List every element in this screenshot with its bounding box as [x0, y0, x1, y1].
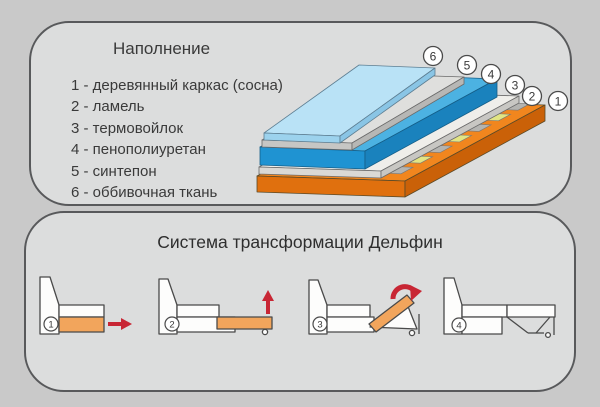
svg-text:4: 4 [456, 321, 461, 332]
legend-item-frame: 1 - деревянный каркас (сосна) [71, 77, 283, 94]
sofa-drawer-out [216, 316, 273, 330]
sofa-seat [326, 304, 371, 318]
transformation-panel: Система трансформации Дельфин 1 [24, 211, 576, 392]
legend-item-fabric: 6 - оббивочная ткань [71, 184, 218, 202]
step-3-diagram: 3 [308, 279, 422, 337]
legend-item-lamella: 2 - ламель [71, 98, 145, 116]
sofa-seat [58, 304, 105, 318]
svg-text:1: 1 [48, 320, 53, 331]
svg-text:2: 2 [529, 90, 536, 104]
bed-section-right [506, 304, 556, 318]
callout-5: 5 [456, 54, 478, 76]
transformation-title: Система трансформации Дельфин [157, 232, 443, 252]
callout-3: 3 [504, 74, 526, 96]
svg-text:4: 4 [488, 68, 495, 82]
callout-6: 6 [422, 45, 444, 67]
support-diagonal-right [535, 316, 551, 334]
layers-diagram: 6 5 4 3 2 [256, 45, 569, 198]
callout-1: 1 [547, 90, 569, 112]
arrow-lift-up [262, 290, 274, 314]
filling-panel: Наполнение 1 - деревянный каркас (сосна)… [29, 21, 572, 206]
sofa-seat [176, 304, 220, 318]
step-badge-3: 3 [312, 316, 328, 332]
svg-text:3: 3 [317, 320, 322, 331]
legend-item-sintepon: 5 - синтепон [71, 162, 157, 180]
support-diagonal-left [506, 316, 529, 334]
filling-legend: 1 - деревянный каркас (сосна) 2 - ламель… [71, 75, 283, 203]
svg-text:6: 6 [430, 50, 437, 64]
step-4-diagram: 4 [443, 277, 556, 339]
layer-callouts: 6 5 4 3 2 [422, 45, 569, 112]
svg-text:1: 1 [555, 95, 562, 109]
legend-item-foam: 4 - пенополиуретан [71, 141, 206, 159]
step-badge-2: 2 [164, 316, 180, 332]
svg-text:5: 5 [464, 59, 471, 73]
layer-fabric [263, 64, 436, 144]
callout-4: 4 [480, 63, 502, 85]
svg-text:3: 3 [512, 79, 519, 93]
step-badge-4: 4 [451, 317, 467, 333]
callout-2: 2 [521, 85, 543, 107]
bed-section-left [461, 304, 508, 318]
sofa-body [461, 316, 503, 335]
drawer-wheel [408, 329, 416, 337]
step-2-diagram: 2 [158, 278, 274, 336]
sofa-drawer [58, 316, 105, 333]
step-badge-1: 1 [43, 316, 59, 332]
svg-text:2: 2 [169, 320, 174, 331]
legend-item-thermofelt: 3 - термовойлок [71, 119, 184, 137]
drawer-wheel [544, 331, 552, 339]
drawer-wheel [261, 328, 269, 336]
step-1-diagram: 1 [39, 276, 132, 335]
arrow-flip-over [390, 284, 422, 301]
filling-title: Наполнение [113, 39, 211, 58]
sofa-body [326, 316, 375, 333]
folding-panel [368, 294, 415, 333]
arrow-pull-right [108, 318, 132, 330]
